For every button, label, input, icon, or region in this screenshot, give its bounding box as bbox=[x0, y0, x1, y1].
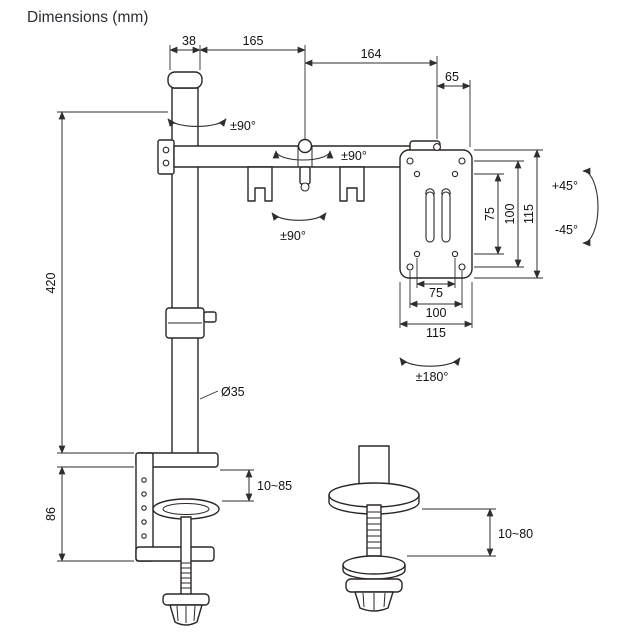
grommet-washer bbox=[342, 555, 406, 575]
vesa-slot bbox=[425, 191, 435, 243]
cable-clip bbox=[247, 166, 273, 202]
rotation-arrow-elbow bbox=[271, 212, 327, 221]
knob-rib bbox=[383, 592, 386, 608]
dim-label-vesa-h-115: 115 bbox=[426, 326, 446, 340]
dim-label-vesa-v-100: 100 bbox=[503, 204, 517, 225]
leader-line bbox=[199, 390, 219, 400]
arm-bar bbox=[173, 145, 413, 168]
knob-rib bbox=[362, 592, 365, 608]
label-arm-joint-swivel: ±90° bbox=[341, 149, 367, 163]
dimension-lines bbox=[57, 45, 599, 562]
arm-structure bbox=[135, 71, 473, 626]
vesa-hole-icon bbox=[451, 250, 459, 258]
dim-label-65: 65 bbox=[445, 70, 459, 84]
clamp-hole-icon bbox=[141, 519, 147, 525]
clamp-hole-icon bbox=[141, 491, 147, 497]
dim-label-clamp-range: 10~85 bbox=[257, 479, 292, 493]
arm-joint-bolt bbox=[299, 166, 311, 185]
dimension-labels: 38 165 164 65 ±90° ±90° ±90° +45° -45° 7… bbox=[42, 32, 580, 543]
vesa-hole-icon bbox=[406, 263, 414, 271]
clamp-bolt-icon bbox=[162, 159, 170, 167]
clamp-hole-icon bbox=[141, 505, 147, 511]
dim-label-86: 86 bbox=[44, 507, 58, 521]
rotation-arrow-vesa bbox=[399, 357, 461, 367]
dim-label-164: 164 bbox=[361, 47, 382, 61]
dim-label-vesa-v-115: 115 bbox=[522, 204, 536, 224]
page-title: Dimensions (mm) bbox=[27, 9, 148, 26]
vesa-hole-icon bbox=[451, 170, 459, 178]
pole-body bbox=[171, 87, 199, 456]
vesa-hole-icon bbox=[406, 157, 414, 165]
dim-label-420: 420 bbox=[44, 273, 58, 294]
pole-cap bbox=[167, 71, 203, 89]
vesa-head bbox=[399, 140, 473, 279]
grommet-mount bbox=[328, 445, 420, 612]
vesa-plate bbox=[399, 149, 473, 279]
clamp-hole-icon bbox=[141, 477, 147, 483]
label-elbow-swivel: ±90° bbox=[280, 229, 306, 243]
label-vesa-rotation: ±180° bbox=[416, 370, 449, 384]
dim-label-vesa-h-75: 75 bbox=[429, 286, 443, 300]
dim-label-pole-diameter: Ø35 bbox=[221, 385, 245, 399]
pole-arm-clamp bbox=[157, 139, 175, 175]
collar-lever bbox=[203, 311, 217, 323]
arm-joint-cap bbox=[297, 138, 313, 154]
vesa-slot bbox=[441, 191, 451, 243]
pole bbox=[157, 71, 217, 456]
grommet-base bbox=[328, 482, 420, 508]
arm bbox=[173, 138, 413, 202]
label-tilt-up: +45° bbox=[552, 179, 578, 193]
clamp-hole-icon bbox=[141, 533, 147, 539]
desk-clamp bbox=[135, 452, 220, 626]
label-tilt-down: -45° bbox=[555, 223, 578, 237]
rotation-arrow-arm-joint bbox=[272, 150, 334, 161]
vesa-hole-icon bbox=[413, 170, 421, 178]
cable-clip bbox=[339, 166, 365, 202]
knob-rib bbox=[193, 605, 196, 622]
dim-label-165: 165 bbox=[243, 34, 264, 48]
arm-joint-bolt-head bbox=[300, 182, 310, 192]
dim-label-vesa-h-100: 100 bbox=[426, 306, 447, 320]
vesa-hole-icon bbox=[413, 250, 421, 258]
clamp-pad-inner bbox=[162, 503, 210, 515]
tilt-arrow bbox=[582, 167, 599, 247]
label-pole-swivel: ±90° bbox=[230, 119, 256, 133]
clamp-bottom-arm bbox=[135, 546, 215, 562]
dim-label-38: 38 bbox=[182, 34, 196, 48]
rotation-arrow-pole bbox=[167, 118, 227, 127]
vesa-hole-icon bbox=[458, 263, 466, 271]
dim-label-grommet-range: 10~80 bbox=[498, 527, 533, 541]
bracket-screw-icon bbox=[433, 143, 441, 151]
vesa-hole-icon bbox=[458, 157, 466, 165]
grommet-knob-flange bbox=[345, 578, 403, 593]
knob-rib bbox=[176, 605, 179, 622]
dim-label-vesa-v-75: 75 bbox=[483, 207, 497, 221]
knob-flange bbox=[162, 593, 210, 606]
clamp-bolt-icon bbox=[162, 146, 170, 154]
